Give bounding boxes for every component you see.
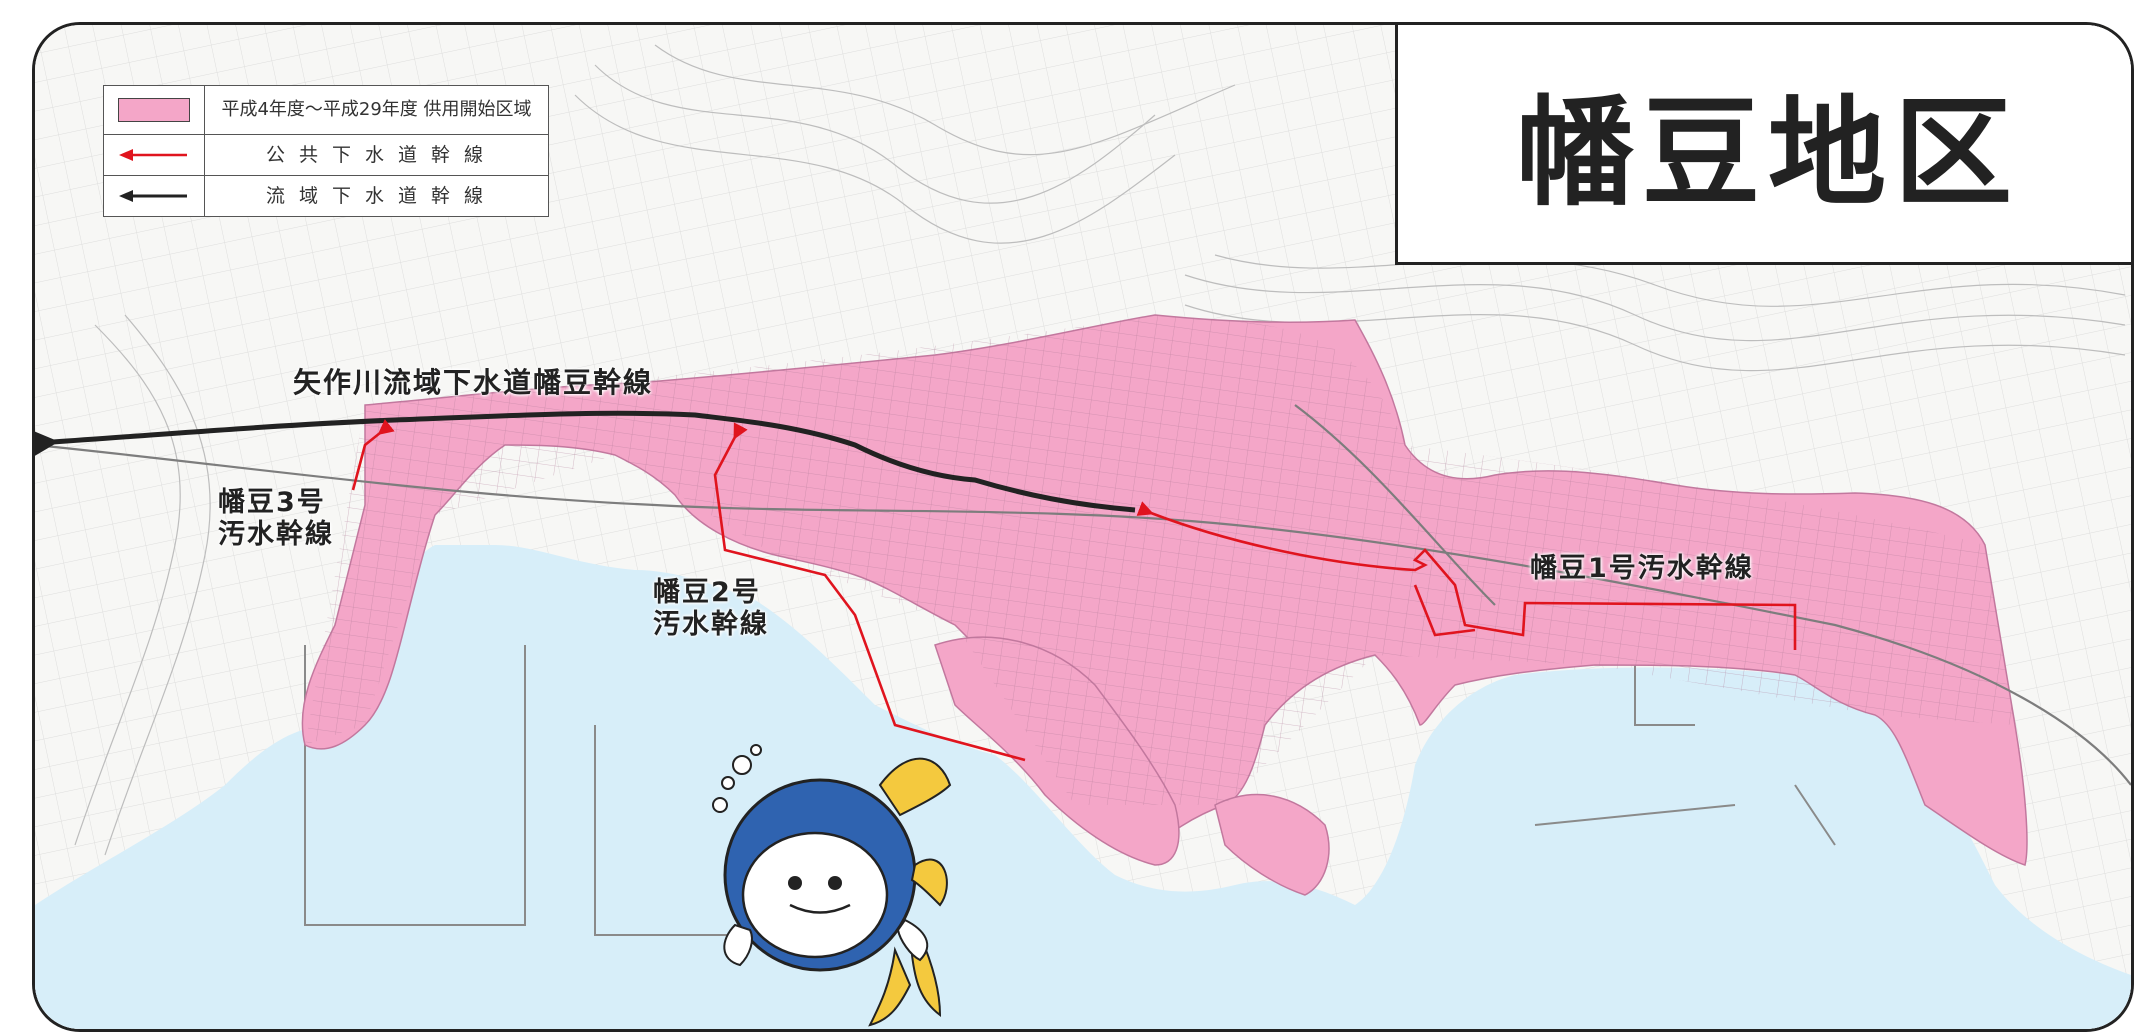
label-trunk-3-line2: 汚水幹線: [218, 519, 334, 550]
title-box: 幡豆地区: [1395, 25, 2131, 265]
legend-label-service-area: 平成4年度～平成29年度 供用開始区域: [221, 99, 532, 120]
label-trunk-3-line1: 幡豆3号: [218, 487, 326, 518]
map-title: 幡豆地区: [1515, 83, 2020, 222]
road-lines: [35, 404, 2131, 786]
label-trunk-2: 幡豆2号 汚水幹線: [653, 577, 769, 641]
legend-label-public-sewer: 公共下水道幹線: [265, 144, 497, 166]
black-arrow-icon: [119, 190, 187, 202]
sea-area: [35, 545, 2131, 1029]
legend-row-service-area: 平成4年度～平成29年度 供用開始区域: [104, 86, 548, 134]
trunk-2-line: [713, 422, 1026, 762]
legend-symbol-red-arrow: [104, 135, 205, 175]
legend-label-regional-sewer: 流域下水道幹線: [265, 185, 497, 207]
label-trunk-2-line2: 汚水幹線: [653, 609, 769, 640]
public-trunk-lines: [351, 419, 1797, 762]
label-trunk-3: 幡豆3号 汚水幹線: [218, 487, 334, 551]
label-trunk-2-line1: 幡豆2号: [653, 577, 761, 608]
red-arrow-icon: [119, 149, 187, 161]
legend-row-regional-sewer: 流域下水道幹線: [104, 175, 548, 216]
legend-symbol-pink-area: [104, 86, 205, 134]
legend-symbol-black-arrow: [104, 176, 205, 216]
legend: 平成4年度～平成29年度 供用開始区域 公共下水道幹線 流域下水道幹線: [103, 85, 549, 217]
map-frame: 矢作川流域下水道幡豆幹線 幡豆3号 汚水幹線 幡豆2号 汚水幹線 幡豆1号汚水幹…: [32, 22, 2134, 1032]
mascot-fish-icon: [712, 744, 952, 1027]
label-regional-trunk: 矢作川流域下水道幡豆幹線: [293, 366, 654, 399]
regional-trunk-line: [35, 410, 1136, 513]
label-trunk-1: 幡豆1号汚水幹線: [1530, 553, 1754, 584]
trunk-1-line: [1136, 501, 1797, 650]
pink-area-swatch: [118, 98, 190, 122]
trunk-3-line: [351, 419, 395, 491]
legend-row-public-sewer: 公共下水道幹線: [104, 134, 548, 175]
